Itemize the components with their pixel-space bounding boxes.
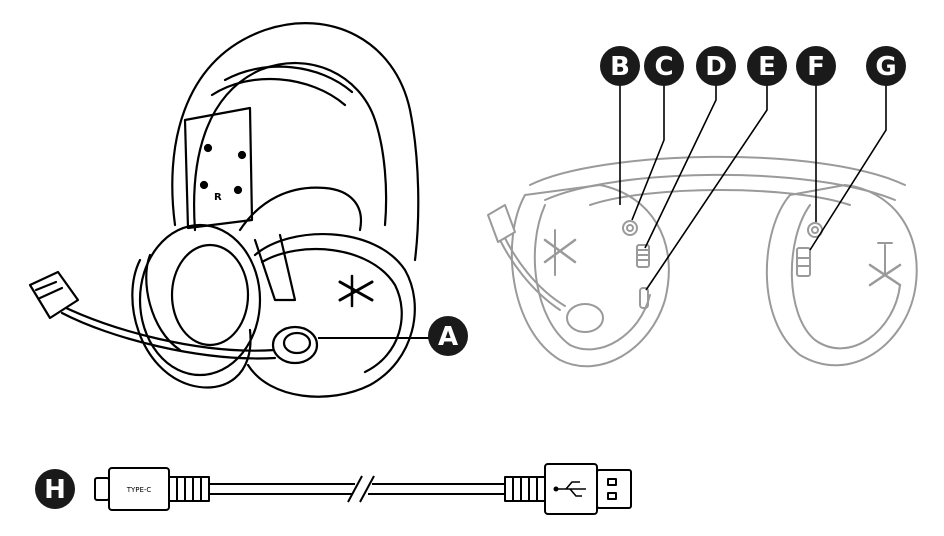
- far-earcup: [131, 258, 252, 389]
- leader-d: [644, 85, 717, 249]
- callout-a: A: [428, 316, 468, 356]
- leader-g: [809, 85, 887, 251]
- slider-switch: [796, 247, 811, 277]
- callout-c: C: [644, 46, 684, 86]
- port-c: [622, 220, 638, 236]
- callout-f-label: F: [807, 52, 825, 82]
- headset-rear-view: [487, 155, 918, 368]
- earcup-cushion: [138, 223, 262, 377]
- callout-b: B: [600, 46, 640, 86]
- callout-d: D: [696, 46, 736, 86]
- type-c-label: TYPE-C: [126, 486, 152, 494]
- callout-a-label: A: [438, 322, 458, 352]
- usb-cable: TYPE-C: [94, 463, 632, 515]
- earcup-shell: [246, 233, 416, 398]
- type-c-tip: [94, 477, 110, 501]
- callout-c-label: C: [654, 52, 673, 82]
- callout-d-label: D: [705, 52, 727, 82]
- callout-e: E: [747, 46, 787, 86]
- usb-c-port: [639, 287, 649, 309]
- headset-front-view: R: [28, 22, 420, 398]
- callout-b-label: B: [610, 52, 630, 82]
- callout-g-label: G: [875, 52, 896, 82]
- callout-f: F: [796, 46, 836, 86]
- mic-boom: [58, 303, 277, 352]
- callout-e-label: E: [758, 52, 776, 82]
- leader-c: [631, 85, 665, 221]
- cable-break: [347, 475, 363, 503]
- leader-e: [645, 85, 768, 291]
- leader-lines: [619, 85, 887, 291]
- callout-g: G: [866, 46, 906, 86]
- headband: [171, 22, 420, 262]
- callout-h: H: [35, 469, 75, 509]
- usb-symbol-icon: [558, 481, 586, 497]
- usb-a-tip: [596, 469, 632, 509]
- callout-h-label: H: [44, 475, 66, 505]
- mic-tip: [28, 270, 80, 320]
- svg-text:R: R: [214, 192, 222, 203]
- volume-wheel: [636, 244, 650, 268]
